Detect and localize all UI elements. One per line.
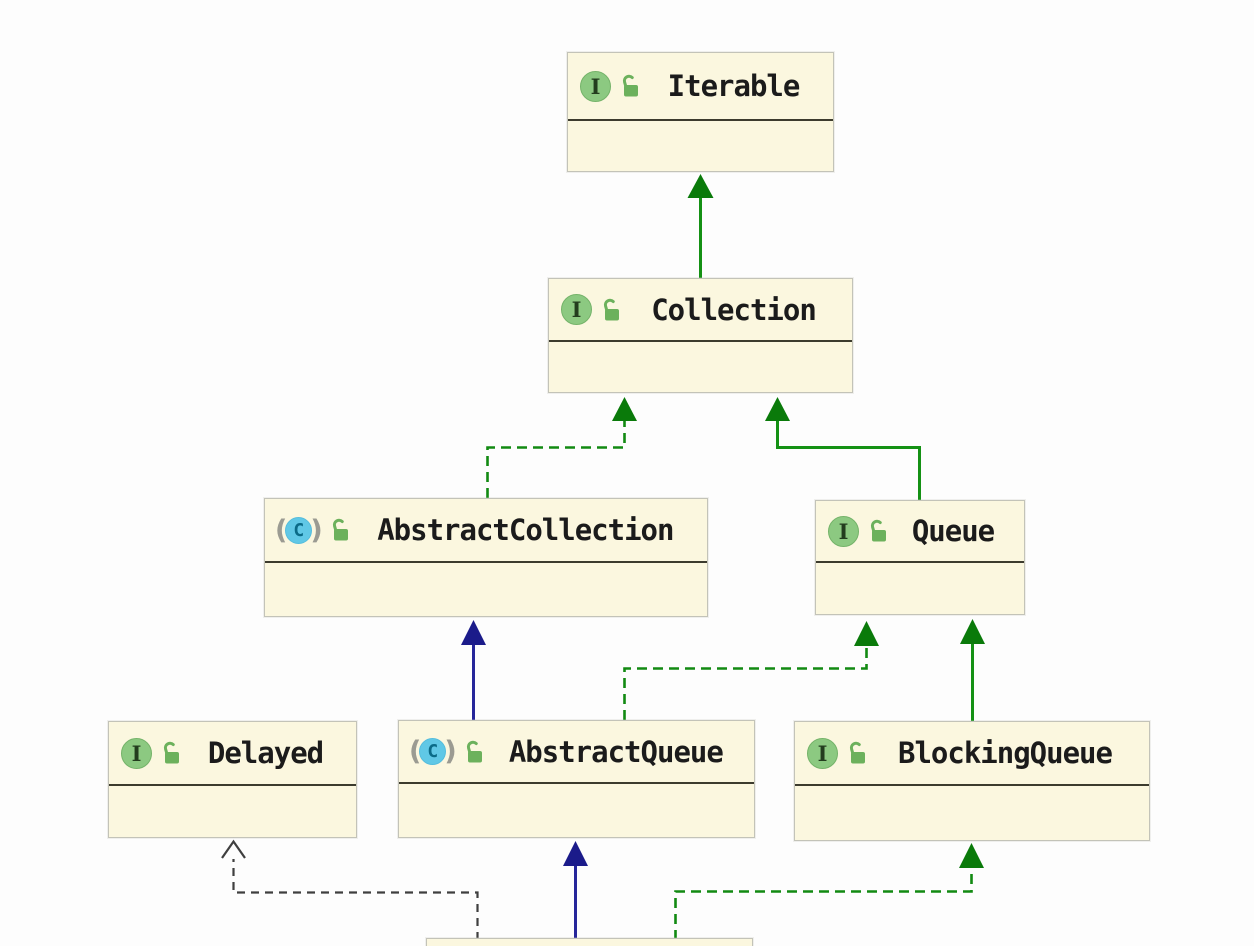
class-name: Iterable — [667, 69, 801, 103]
class-header: I Collection — [549, 279, 852, 340]
class-header: I Delayed — [109, 722, 356, 784]
relation-abstractqueue-extends-abstractcollection[interactable] — [461, 620, 486, 720]
class-header: I BlockingQueue — [795, 722, 1149, 784]
fields-compartment — [109, 784, 356, 837]
public-lock-icon — [161, 740, 181, 766]
class-name: BlockingQueue — [898, 736, 1113, 770]
interface-icon: I — [807, 737, 838, 769]
abstract-class-icon: (C) — [409, 736, 457, 767]
relation-abstractqueue-implements-queue[interactable] — [623, 621, 880, 720]
class-node-blocking-queue[interactable]: I BlockingQueue — [794, 721, 1150, 841]
relation-bottom-extends-abstractqueue[interactable] — [563, 841, 588, 940]
fields-compartment — [265, 561, 707, 616]
public-lock-icon — [330, 517, 350, 543]
class-node-abstract-queue[interactable]: (C) AbstractQueue — [398, 720, 755, 838]
class-name: AbstractQueue — [508, 734, 724, 769]
class-name: AbstractCollection — [377, 513, 674, 547]
interface-icon: I — [561, 294, 592, 325]
class-node-bottom-partial[interactable] — [426, 938, 753, 946]
fields-compartment — [549, 340, 852, 392]
public-lock-icon — [620, 73, 640, 99]
public-lock-icon — [868, 518, 888, 544]
relation-abstractcollection-implements-collection[interactable] — [486, 397, 638, 498]
fields-compartment — [795, 784, 1149, 840]
interface-icon: I — [828, 515, 859, 547]
class-name: Delayed — [207, 736, 324, 770]
interface-icon: I — [121, 737, 152, 769]
abstract-class-icon: (C) — [275, 514, 323, 546]
class-name: Collection — [651, 292, 817, 327]
class-node-queue[interactable]: I Queue — [815, 500, 1025, 615]
public-lock-icon — [847, 740, 867, 766]
relation-bottom-implements-delayed[interactable] — [221, 839, 479, 941]
class-header: I Queue — [816, 501, 1024, 561]
relation-collection-extends-iterable[interactable] — [687, 174, 714, 278]
public-lock-icon — [601, 297, 621, 323]
relation-bottom-implements-blockingqueue[interactable] — [674, 843, 985, 940]
class-node-iterable[interactable]: I Iterable — [567, 52, 834, 172]
class-header: I Iterable — [568, 53, 833, 119]
class-header — [427, 939, 752, 946]
class-header: (C) AbstractCollection — [265, 499, 707, 561]
fields-compartment — [816, 561, 1024, 614]
class-header: (C) AbstractQueue — [399, 721, 754, 782]
interface-icon: I — [580, 70, 611, 102]
fields-compartment — [399, 782, 754, 837]
class-name: Queue — [911, 514, 995, 548]
class-node-delayed[interactable]: I Delayed — [108, 721, 357, 838]
relation-blockingqueue-extends-queue[interactable] — [960, 619, 985, 721]
public-lock-icon — [464, 739, 484, 765]
fields-compartment — [568, 119, 833, 171]
relation-queue-extends-collection[interactable] — [765, 397, 921, 500]
class-node-abstract-collection[interactable]: (C) AbstractCollection — [264, 498, 708, 617]
class-node-collection[interactable]: I Collection — [548, 278, 853, 393]
